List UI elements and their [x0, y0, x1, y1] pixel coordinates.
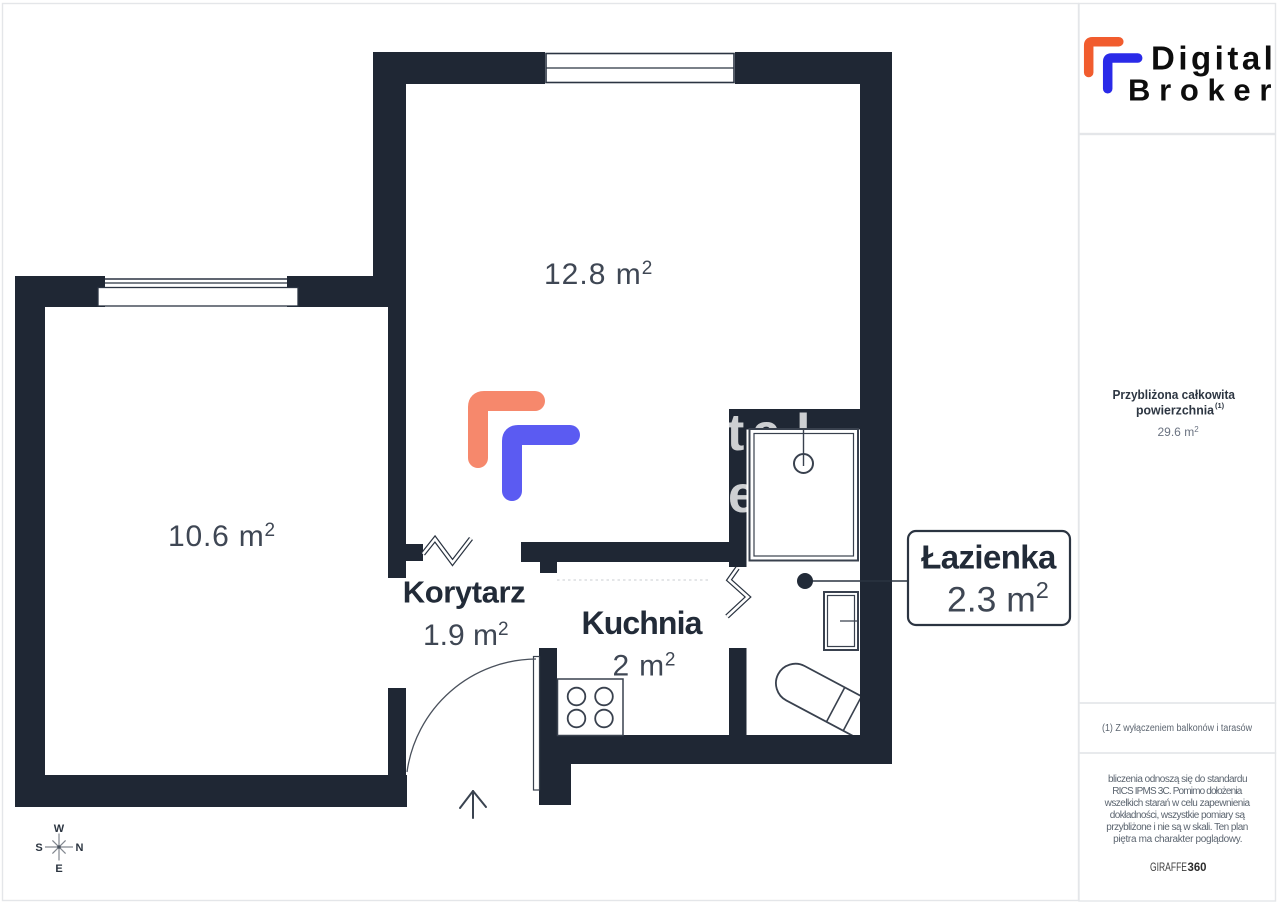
svg-text:29.6 m2: 29.6 m2 [1158, 425, 1200, 439]
svg-text:2.3 m2: 2.3 m2 [947, 577, 1049, 620]
svg-text:dokładności, wszystkie pomiary: dokładności, wszystkie pomiary są [1110, 810, 1246, 821]
svg-text:bliczenia odnoszą się do stand: bliczenia odnoszą się do standardu [1108, 774, 1248, 785]
svg-text:10.6 m2: 10.6 m2 [168, 520, 276, 553]
svg-text:Broker: Broker [1128, 73, 1280, 108]
svg-text:Korytarz: Korytarz [403, 575, 526, 610]
svg-text:powierzchnia: powierzchnia [1136, 403, 1215, 418]
svg-text:Kuchnia: Kuchnia [582, 605, 703, 641]
svg-text:RICS IPMS 3C. Pomimo dołożenia: RICS IPMS 3C. Pomimo dołożenia [1112, 786, 1242, 797]
svg-text:N: N [76, 842, 84, 854]
svg-text:Łazienka: Łazienka [921, 539, 1057, 576]
svg-text:360: 360 [1188, 860, 1207, 874]
svg-text:12.8 m2: 12.8 m2 [544, 258, 653, 291]
svg-text:Digital: Digital [1151, 40, 1276, 77]
svg-text:piętra ma charakter poglądowy.: piętra ma charakter poglądowy. [1113, 834, 1242, 845]
svg-text:1.9 m2: 1.9 m2 [423, 619, 509, 652]
svg-text:S: S [35, 842, 42, 854]
svg-text:GIRAFFE: GIRAFFE [1150, 860, 1187, 874]
svg-text:t: t [727, 404, 744, 462]
svg-text:W: W [54, 823, 65, 835]
svg-text:przybliżone i nie są w skali.: przybliżone i nie są w skali. Ten plan [1106, 822, 1248, 833]
svg-text:Przybliżona całkowita: Przybliżona całkowita [1113, 387, 1236, 402]
svg-text:(1) Z wyłączeniem balkonów i t: (1) Z wyłączeniem balkonów i tarasów [1102, 723, 1253, 734]
svg-text:(1): (1) [1215, 401, 1225, 410]
svg-text:E: E [55, 863, 62, 875]
svg-text:wszelkich starań w celu zapewn: wszelkich starań w celu zapewnienia [1104, 798, 1251, 809]
